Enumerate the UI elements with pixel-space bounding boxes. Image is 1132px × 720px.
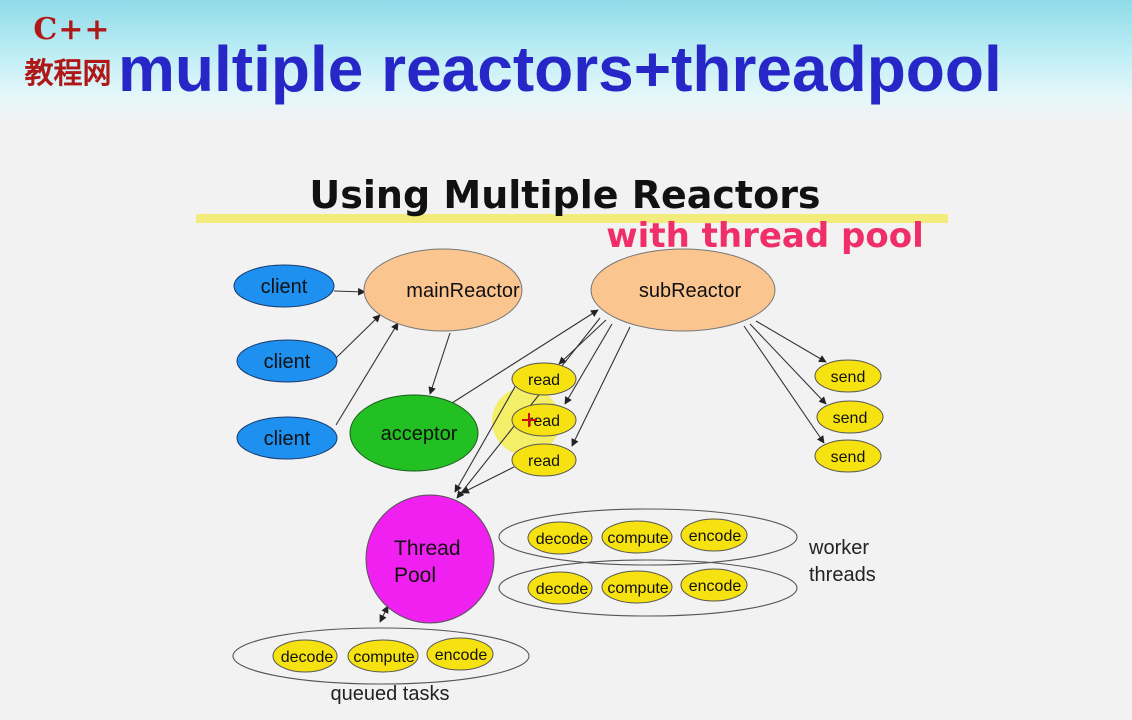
edge-client3-main	[335, 322, 399, 426]
edge-sub-send1	[755, 320, 827, 363]
logo-chinese: 教程网	[24, 56, 112, 90]
heading-highlight	[196, 214, 948, 223]
sub-reactor-node: subReactor	[590, 248, 776, 332]
read-node-3: read	[511, 443, 577, 477]
queued-encode-label: encode	[435, 647, 488, 664]
queued-compute-label: compute	[353, 649, 414, 666]
client-1-label: client	[261, 276, 308, 298]
read-node-2: read	[511, 403, 577, 437]
client-node-3: client	[236, 416, 338, 460]
edge-sub-send2	[749, 323, 827, 405]
client-3-label: client	[264, 428, 311, 450]
edge-read3-pool	[461, 466, 515, 494]
edge-read1-pool	[454, 384, 517, 493]
worker-1-compute-label: compute	[607, 530, 668, 547]
worker-threads-label-line1: worker	[808, 537, 869, 559]
cursor-icon	[522, 413, 537, 427]
send-node-1: send	[814, 359, 882, 393]
worker-1-decode-label: decode	[536, 531, 589, 548]
diagram-subheading: with thread pool	[606, 216, 923, 256]
edge-sub-read2	[564, 323, 613, 405]
sub-reactor-label: subReactor	[639, 280, 742, 302]
slide-title: multiple reactors+threadpool	[118, 33, 1002, 105]
client-node-1: client	[233, 264, 335, 308]
title-banner	[0, 0, 1132, 122]
edge-client1-main	[333, 287, 366, 296]
acceptor-node: acceptor	[349, 394, 479, 472]
send-1-label: send	[831, 369, 866, 386]
worker-2-decode-task: decode	[527, 571, 593, 605]
main-reactor-node: mainReactor	[363, 248, 523, 332]
read-2-label: read	[528, 413, 560, 430]
worker-1-encode-task: encode	[680, 518, 748, 552]
worker-1-encode-label: encode	[689, 528, 742, 545]
send-node-2: send	[816, 400, 884, 434]
client-node-2: client	[236, 339, 338, 383]
worker-thread-1-ring	[498, 508, 798, 566]
worker-threads-label-line2: threads	[809, 564, 876, 586]
queued-compute-task: compute	[347, 639, 419, 673]
worker-2-encode-task: encode	[680, 568, 748, 602]
worker-2-encode-label: encode	[689, 578, 742, 595]
read-node-1: read	[511, 362, 577, 396]
read-1-label: read	[528, 372, 560, 389]
queued-tasks-label: queued tasks	[331, 683, 450, 705]
worker-2-decode-label: decode	[536, 581, 589, 598]
edge-sub-read1	[558, 319, 607, 365]
edge-pool-queue	[379, 605, 389, 623]
worker-1-decode-task: decode	[527, 521, 593, 555]
edge-main-acceptor	[428, 332, 451, 395]
acceptor-label: acceptor	[381, 423, 458, 445]
edge-client2-main	[335, 314, 381, 359]
edge-acceptor-sub	[451, 309, 599, 404]
thread-pool-node: Thread Pool	[365, 494, 495, 624]
queued-decode-task: decode	[272, 639, 338, 673]
worker-thread-2-ring	[498, 559, 798, 617]
worker-2-compute-task: compute	[601, 570, 673, 604]
queued-tasks-ring	[232, 627, 530, 685]
client-2-label: client	[264, 351, 311, 373]
send-node-3: send	[814, 439, 882, 473]
send-3-label: send	[831, 449, 866, 466]
logo-cpp: C++	[33, 12, 111, 47]
edge-sub-read3	[571, 326, 631, 447]
edge-sub-send3	[743, 325, 825, 444]
queued-encode-task: encode	[426, 637, 494, 671]
worker-2-compute-label: compute	[607, 580, 668, 597]
read-3-label: read	[528, 453, 560, 470]
send-2-label: send	[833, 410, 868, 427]
thread-pool-label-line2: Pool	[394, 564, 436, 587]
main-reactor-label: mainReactor	[406, 280, 520, 302]
queued-decode-label: decode	[281, 649, 334, 666]
thread-pool-label-line1: Thread	[394, 537, 461, 560]
worker-1-compute-task: compute	[601, 520, 673, 554]
diagram-heading: Using Multiple Reactors	[309, 173, 820, 217]
